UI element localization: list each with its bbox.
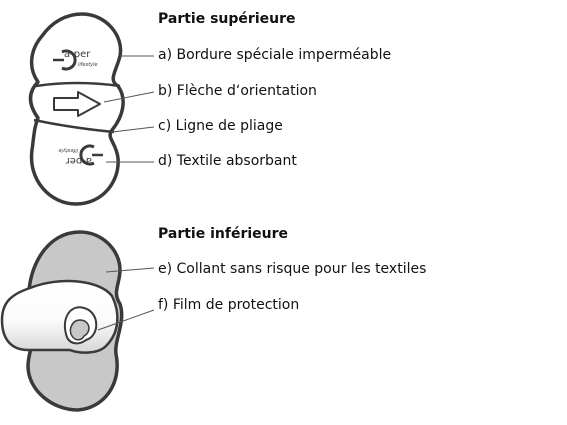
upper-pad: a-per lifestyle a-per lifestyle [28, 12, 155, 206]
lower-part-heading: Partie inférieure [158, 226, 289, 242]
label-orientation-arrow: b) Flèche d‘orientation [158, 83, 317, 99]
upper-fold-line-2 [33, 118, 115, 134]
protection-film [0, 279, 119, 354]
brand-logo-bottom: a-per lifestyle [58, 144, 103, 166]
brand-logo-text-bottom: a-per [65, 155, 92, 166]
upper-part-heading: Partie supérieure [158, 11, 296, 27]
lower-pad [0, 230, 155, 412]
leader-line-b [103, 91, 155, 103]
label-absorbent-textile: d) Textile absorbant [158, 153, 297, 169]
orientation-arrow-icon [53, 91, 101, 117]
label-textile-safe-adhesive: e) Collant sans risque pour les textiles [158, 261, 427, 277]
brand-logo-sub-bottom: lifestyle [58, 147, 78, 153]
leader-line-c [111, 126, 155, 133]
brand-logo-text-top: a-per [64, 49, 91, 60]
film-curl-inner [69, 319, 90, 341]
brand-logo-sub-top: lifestyle [78, 62, 98, 68]
leader-line-f [97, 309, 155, 331]
label-protection-film: f) Film de protection [158, 297, 300, 313]
upper-fold-line-1 [35, 81, 121, 88]
label-waterproof-border: a) Bordure spéciale imperméable [158, 47, 392, 63]
label-fold-line: c) Ligne de pliage [158, 118, 283, 134]
brand-logo-top: a-per lifestyle [53, 49, 98, 71]
leader-line-e [105, 267, 155, 273]
